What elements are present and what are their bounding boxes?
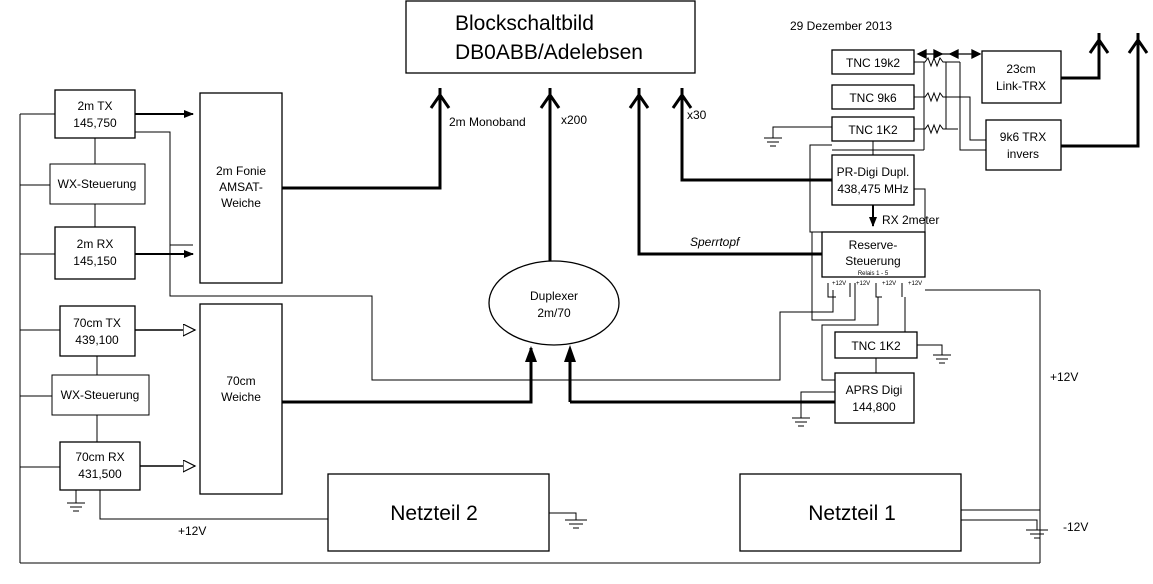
relay-labels: +12V +12V +12V +12V bbox=[832, 281, 922, 287]
left-supply-rail bbox=[19, 113, 1041, 564]
svg-text:2m Fonie: 2m Fonie bbox=[216, 164, 266, 178]
tnc9k6-to-trx bbox=[959, 62, 986, 151]
svg-text:Relais 1 - 5: Relais 1 - 5 bbox=[858, 271, 889, 277]
svg-text:+12V: +12V bbox=[856, 281, 870, 287]
svg-text:Weiche: Weiche bbox=[221, 196, 261, 210]
ground-tnc1k2-a bbox=[764, 126, 832, 147]
svg-text:WX-Steuerung: WX-Steuerung bbox=[61, 388, 140, 402]
block-70cm-rx: 70cm RX 431,500 bbox=[59, 441, 141, 491]
title-line-2: DB0ABB/Adelebsen bbox=[455, 41, 643, 64]
relay-wiring bbox=[809, 144, 1040, 381]
svg-text:Duplexer: Duplexer bbox=[530, 289, 578, 303]
svg-text:PR-Digi Dupl.: PR-Digi Dupl. bbox=[837, 165, 910, 179]
svg-text:TNC 9k6: TNC 9k6 bbox=[849, 91, 897, 105]
svg-text:+12V: +12V bbox=[882, 281, 896, 287]
feed-x30 bbox=[680, 108, 832, 182]
svg-text:Reserve-: Reserve- bbox=[849, 238, 898, 252]
block-70cm-weiche: 70cm Weiche bbox=[199, 303, 283, 495]
resistor-network bbox=[832, 56, 966, 151]
svg-text:2m/70: 2m/70 bbox=[537, 306, 571, 320]
block-netzteil-1: Netzteil 1 bbox=[739, 473, 962, 552]
supply-line-netzteil2 bbox=[99, 490, 328, 520]
svg-text:145,150: 145,150 bbox=[73, 254, 117, 268]
block-reserve-steuerung: Reserve- Steuerung Relais 1 - 5 bbox=[821, 231, 926, 278]
netzteil1-wiring bbox=[961, 509, 1048, 539]
svg-text:23cm: 23cm bbox=[1006, 62, 1035, 76]
title-block: Blockschaltbild DB0ABB/Adelebsen bbox=[405, 0, 696, 74]
title-line-1: Blockschaltbild bbox=[455, 12, 594, 35]
feed-2m-monoband bbox=[282, 95, 442, 190]
svg-text:Link-TRX: Link-TRX bbox=[996, 79, 1046, 93]
arrows-70cm bbox=[135, 330, 195, 466]
ground-aprs bbox=[792, 391, 835, 427]
svg-text:431,500: 431,500 bbox=[78, 467, 122, 481]
block-wx-steuerung-2: WX-Steuerung bbox=[51, 374, 150, 416]
label-2m-monoband: 2m Monoband bbox=[449, 115, 526, 129]
block-tnc-19k2: TNC 19k2 bbox=[831, 49, 915, 75]
svg-text:TNC 19k2: TNC 19k2 bbox=[846, 56, 900, 70]
svg-text:WX-Steuerung: WX-Steuerung bbox=[58, 177, 137, 191]
label-minus12: -12V bbox=[1063, 520, 1088, 534]
block-9k6-trx-invers: 9k6 TRX invers bbox=[985, 119, 1062, 171]
antenna-icon bbox=[628, 88, 650, 109]
antenna-icon bbox=[1127, 33, 1149, 54]
svg-text:Weiche: Weiche bbox=[221, 390, 261, 404]
block-tnc-1k2-a: TNC 1K2 bbox=[831, 116, 915, 142]
block-23cm-link-trx: 23cm Link-TRX bbox=[981, 50, 1062, 104]
feed-70cm-to-duplexer bbox=[282, 348, 533, 404]
svg-text:438,475 MHz: 438,475 MHz bbox=[837, 182, 908, 196]
label-sperrtopf: Sperrtopf bbox=[690, 235, 741, 249]
svg-text:APRS Digi: APRS Digi bbox=[846, 383, 903, 397]
block-tnc-9k6: TNC 9k6 bbox=[831, 84, 915, 110]
block-wx-steuerung-1: WX-Steuerung bbox=[49, 163, 146, 205]
svg-text:+12V: +12V bbox=[908, 281, 922, 287]
antenna-feeds-right bbox=[1061, 53, 1140, 148]
svg-text:AMSAT-: AMSAT- bbox=[219, 180, 263, 194]
svg-text:TNC 1K2: TNC 1K2 bbox=[848, 123, 898, 137]
svg-text:144,800: 144,800 bbox=[852, 400, 896, 414]
block-tnc-1k2-b: TNC 1K2 bbox=[834, 331, 918, 359]
duplexer: Duplexer 2m/70 bbox=[488, 260, 620, 346]
antenna-icon bbox=[429, 88, 451, 109]
svg-text:+12V: +12V bbox=[832, 281, 846, 287]
feed-sperrtopf bbox=[637, 108, 822, 256]
svg-text:2m TX: 2m TX bbox=[77, 99, 112, 113]
block-pr-digi: PR-Digi Dupl. 438,475 MHz bbox=[831, 154, 915, 206]
svg-text:invers: invers bbox=[1007, 147, 1039, 161]
svg-text:TNC 1K2: TNC 1K2 bbox=[851, 339, 901, 353]
svg-text:70cm RX: 70cm RX bbox=[75, 450, 124, 464]
svg-text:9k6 TRX: 9k6 TRX bbox=[1000, 130, 1046, 144]
svg-text:439,100: 439,100 bbox=[75, 333, 119, 347]
block-2m-rx: 2m RX 145,150 bbox=[54, 226, 136, 280]
block-70cm-tx: 70cm TX 439,100 bbox=[59, 305, 136, 357]
label-x30: x30 bbox=[687, 108, 707, 122]
svg-text:70cm: 70cm bbox=[226, 374, 255, 388]
svg-text:Netzteil 1: Netzteil 1 bbox=[808, 502, 896, 525]
date-label: 29 Dezember 2013 bbox=[790, 19, 892, 33]
ground-netzteil-2 bbox=[549, 512, 587, 529]
label-x200: x200 bbox=[561, 113, 587, 127]
ptt-line-2m bbox=[135, 131, 834, 381]
svg-text:Steuerung: Steuerung bbox=[845, 254, 900, 268]
ground-70cm-rx bbox=[67, 490, 85, 512]
arrows-2m bbox=[135, 110, 194, 258]
link-tnc19k2-23cm bbox=[916, 48, 982, 60]
antenna-icon bbox=[539, 88, 561, 109]
svg-text:2m RX: 2m RX bbox=[77, 237, 114, 251]
label-rx-2meter: RX 2meter bbox=[882, 213, 939, 227]
label-plus12-bottom: +12V bbox=[178, 524, 206, 538]
antenna-icon bbox=[1088, 33, 1110, 54]
ground-tnc1k2-b bbox=[917, 344, 951, 364]
block-aprs-digi: APRS Digi 144,800 bbox=[834, 372, 915, 424]
svg-text:Netzteil 2: Netzteil 2 bbox=[390, 502, 478, 525]
svg-text:145,750: 145,750 bbox=[73, 116, 117, 130]
block-2m-tx: 2m TX 145,750 bbox=[54, 89, 136, 139]
block-2m-fonie-weiche: 2m Fonie AMSAT- Weiche bbox=[199, 92, 283, 284]
svg-text:70cm TX: 70cm TX bbox=[73, 316, 121, 330]
antenna-icon bbox=[671, 88, 693, 109]
label-plus12-right: +12V bbox=[1050, 370, 1078, 384]
block-netzteil-2: Netzteil 2 bbox=[327, 473, 550, 552]
